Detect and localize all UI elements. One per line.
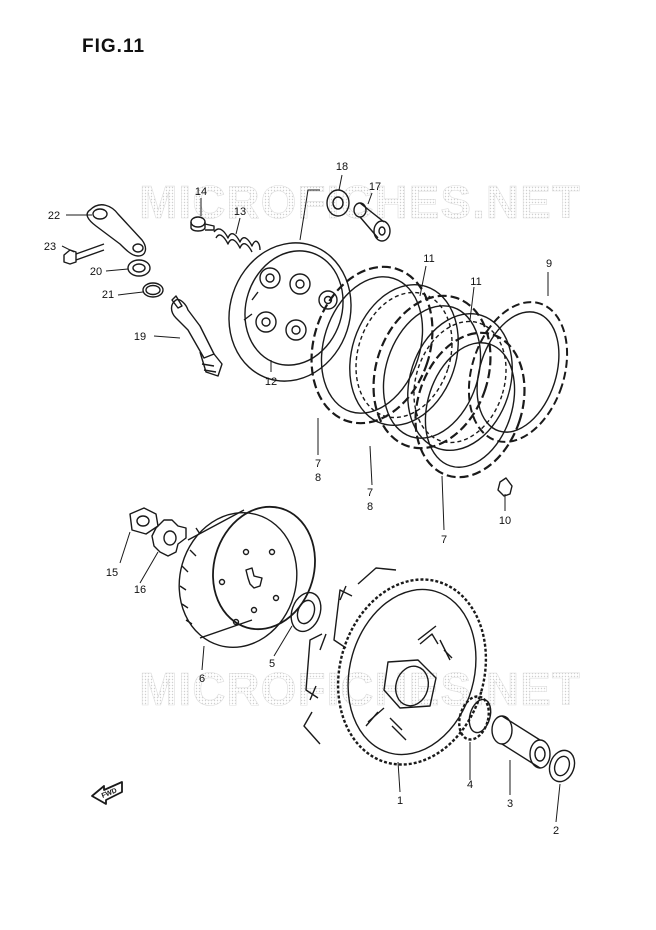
o-ring-part-21 — [142, 282, 164, 298]
release-arm-part — [86, 204, 147, 257]
cap-part-14 — [190, 216, 215, 232]
callout-14: 14 — [195, 186, 207, 198]
lock-washer-part-16 — [151, 519, 187, 557]
callout-20: 20 — [90, 266, 102, 278]
callout-18: 18 — [336, 161, 348, 173]
callout-4: 4 — [467, 779, 473, 791]
spacer-part-3 — [491, 715, 551, 769]
callout-9: 9 — [546, 258, 552, 270]
callout-5: 5 — [269, 658, 275, 670]
callout-16: 16 — [134, 584, 146, 596]
sleeve-part-17 — [353, 202, 391, 242]
clutch-plate-part-11-b — [407, 312, 513, 452]
fwd-arrow-icon — [91, 781, 123, 805]
callout-1: 1 — [397, 795, 403, 807]
watermark-top: MICROFICHES.NET — [139, 176, 581, 228]
thrust-washer-part-5 — [290, 591, 322, 633]
callout-3: 3 — [507, 798, 513, 810]
push-rod-part-19 — [170, 295, 223, 377]
callout-13: 13 — [234, 206, 246, 218]
pressure-plate-part-12 — [228, 242, 352, 382]
callout-labels: 1 2 3 4 5 6 7 8 7 8 7 9 10 11 11 12 13 1… — [44, 161, 559, 837]
clutch-plate-part-9 — [467, 301, 569, 443]
leader-lines — [61, 174, 561, 823]
washer-part-20 — [127, 259, 151, 277]
friction-plate-part-7-c — [414, 331, 526, 479]
callout-6: 6 — [199, 673, 205, 685]
callout-10: 10 — [499, 515, 511, 527]
callout-7c: 7 — [441, 534, 447, 546]
clutch-plate-part-11-a — [349, 283, 459, 427]
callout-11a: 11 — [423, 253, 434, 265]
callout-19: 19 — [134, 331, 146, 343]
callout-8b: 8 — [367, 501, 373, 513]
friction-plate-part-7-a — [310, 265, 434, 425]
callout-7b: 7 — [367, 487, 373, 499]
callout-2: 2 — [553, 825, 559, 837]
callout-23: 23 — [44, 241, 56, 253]
bolt-part — [63, 243, 105, 265]
watermark-bottom: MICROFICHES.NET — [139, 663, 581, 715]
callout-11b: 11 — [470, 276, 481, 288]
washer-part-18 — [326, 189, 350, 217]
callout-21: 21 — [102, 289, 114, 301]
washer-part-2 — [548, 749, 576, 783]
key-part-10 — [497, 477, 513, 497]
callout-15: 15 — [106, 567, 118, 579]
callout-17: 17 — [369, 181, 381, 193]
callout-12: 12 — [265, 376, 277, 388]
figure-title: FIG.11 — [82, 36, 146, 57]
nut-part-15 — [129, 507, 159, 535]
callout-22: 22 — [48, 210, 60, 222]
callout-7a: 7 — [315, 458, 321, 470]
gear-part-4 — [458, 695, 492, 741]
callout-8a: 8 — [315, 472, 321, 484]
clutch-hub-part-6 — [178, 505, 316, 648]
spring-part-13 — [213, 228, 261, 253]
clutch-housing-part-1 — [303, 567, 488, 766]
friction-plate-part-7-b — [372, 294, 492, 450]
